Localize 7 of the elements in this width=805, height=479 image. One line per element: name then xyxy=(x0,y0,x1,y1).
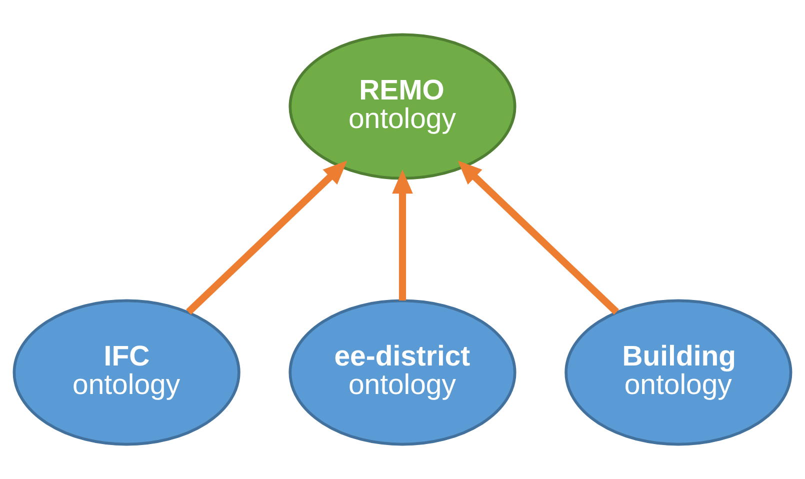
node-ellipse: ee-district ontology xyxy=(288,299,516,446)
arrow xyxy=(458,160,619,315)
node-ellipse: IFC ontology xyxy=(12,299,240,446)
arrow xyxy=(186,160,348,315)
node-ellipse: Building ontology xyxy=(564,299,792,446)
node-ellipse: REMO ontology xyxy=(288,33,516,180)
arrow xyxy=(392,170,413,301)
